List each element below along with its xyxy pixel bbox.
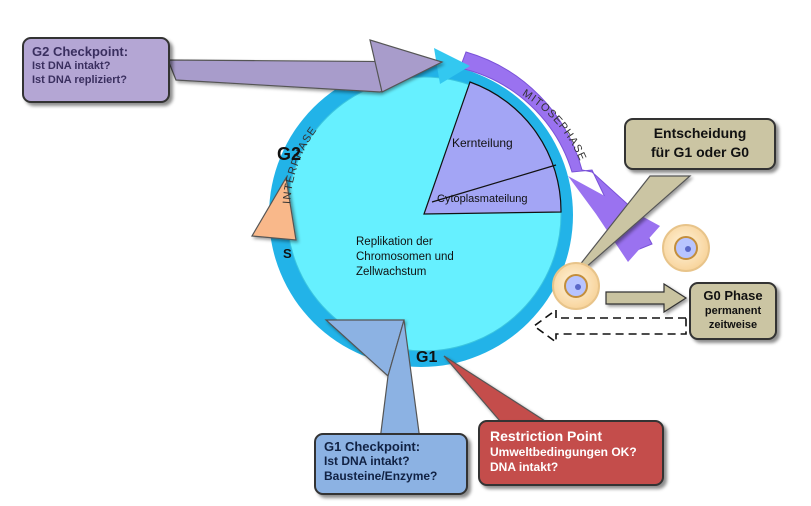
g2-checkpoint-line-2: Ist DNA repliziert? xyxy=(32,74,127,86)
s-label: S xyxy=(283,246,292,261)
kernteilung-label: Kernteilung xyxy=(452,136,513,150)
g0-enter-arrow xyxy=(605,282,688,314)
g1-checkpoint-line-1: Ist DNA intakt? xyxy=(324,454,410,468)
restriction-point-line-2: DNA intakt? xyxy=(490,460,559,474)
g2-checkpoint-line-1: Ist DNA intakt? xyxy=(32,60,111,72)
wedge-divider xyxy=(431,164,557,203)
interior-text: Replikation der Chromosomen und Zellwach… xyxy=(356,236,457,278)
entscheidung-line-2: für G1 oder G0 xyxy=(650,144,750,160)
g0-phase-line-2: zeitweise xyxy=(708,319,758,331)
s-phase-triangle xyxy=(251,176,297,241)
restriction-point-pointer xyxy=(443,355,559,429)
mitosis-wedge xyxy=(423,81,562,215)
g0-phase-line-1: permanent xyxy=(704,305,762,317)
g2-label: G2 xyxy=(277,144,301,164)
daughter-cell-1 xyxy=(552,262,600,310)
g0-phase-box: G0 Phase permanent zeitweise xyxy=(689,282,777,340)
g2-checkpoint-pointer xyxy=(167,59,443,93)
g1-checkpoint-line-2: Bausteine/Enzyme? xyxy=(324,469,438,483)
g1-checkpoint-box: G1 Checkpoint: Ist DNA intakt? Bausteine… xyxy=(314,433,468,495)
daughter-cell-2 xyxy=(662,224,710,272)
g2-checkpoint-pointer-tip xyxy=(369,39,444,93)
g2-checkpoint-title: G2 Checkpoint: xyxy=(32,44,129,59)
g2-checkpoint-box: G2 Checkpoint: Ist DNA intakt? Ist DNA r… xyxy=(22,37,170,103)
entscheidung-line-1: Entscheidung xyxy=(653,125,747,141)
interphase-arrowhead xyxy=(434,48,470,84)
entscheidung-pointer xyxy=(559,175,692,291)
g0-phase-title: G0 Phase xyxy=(703,288,763,303)
restriction-point-title: Restriction Point xyxy=(490,428,603,444)
restriction-point-line-1: Umweltbedingungen OK? xyxy=(490,445,637,459)
g1-label: G1 xyxy=(416,349,437,366)
g0-return-arrow xyxy=(532,308,687,344)
restriction-point-box: Restriction Point Umweltbedingungen OK? … xyxy=(478,420,664,486)
g1-checkpoint-title: G1 Checkpoint: xyxy=(324,439,421,454)
mitosephase-arrowhead xyxy=(568,176,660,262)
entscheidung-box: Entscheidung für G1 oder G0 xyxy=(624,118,776,170)
cytoplasmateilung-label: Cytoplasmateilung xyxy=(437,193,528,205)
